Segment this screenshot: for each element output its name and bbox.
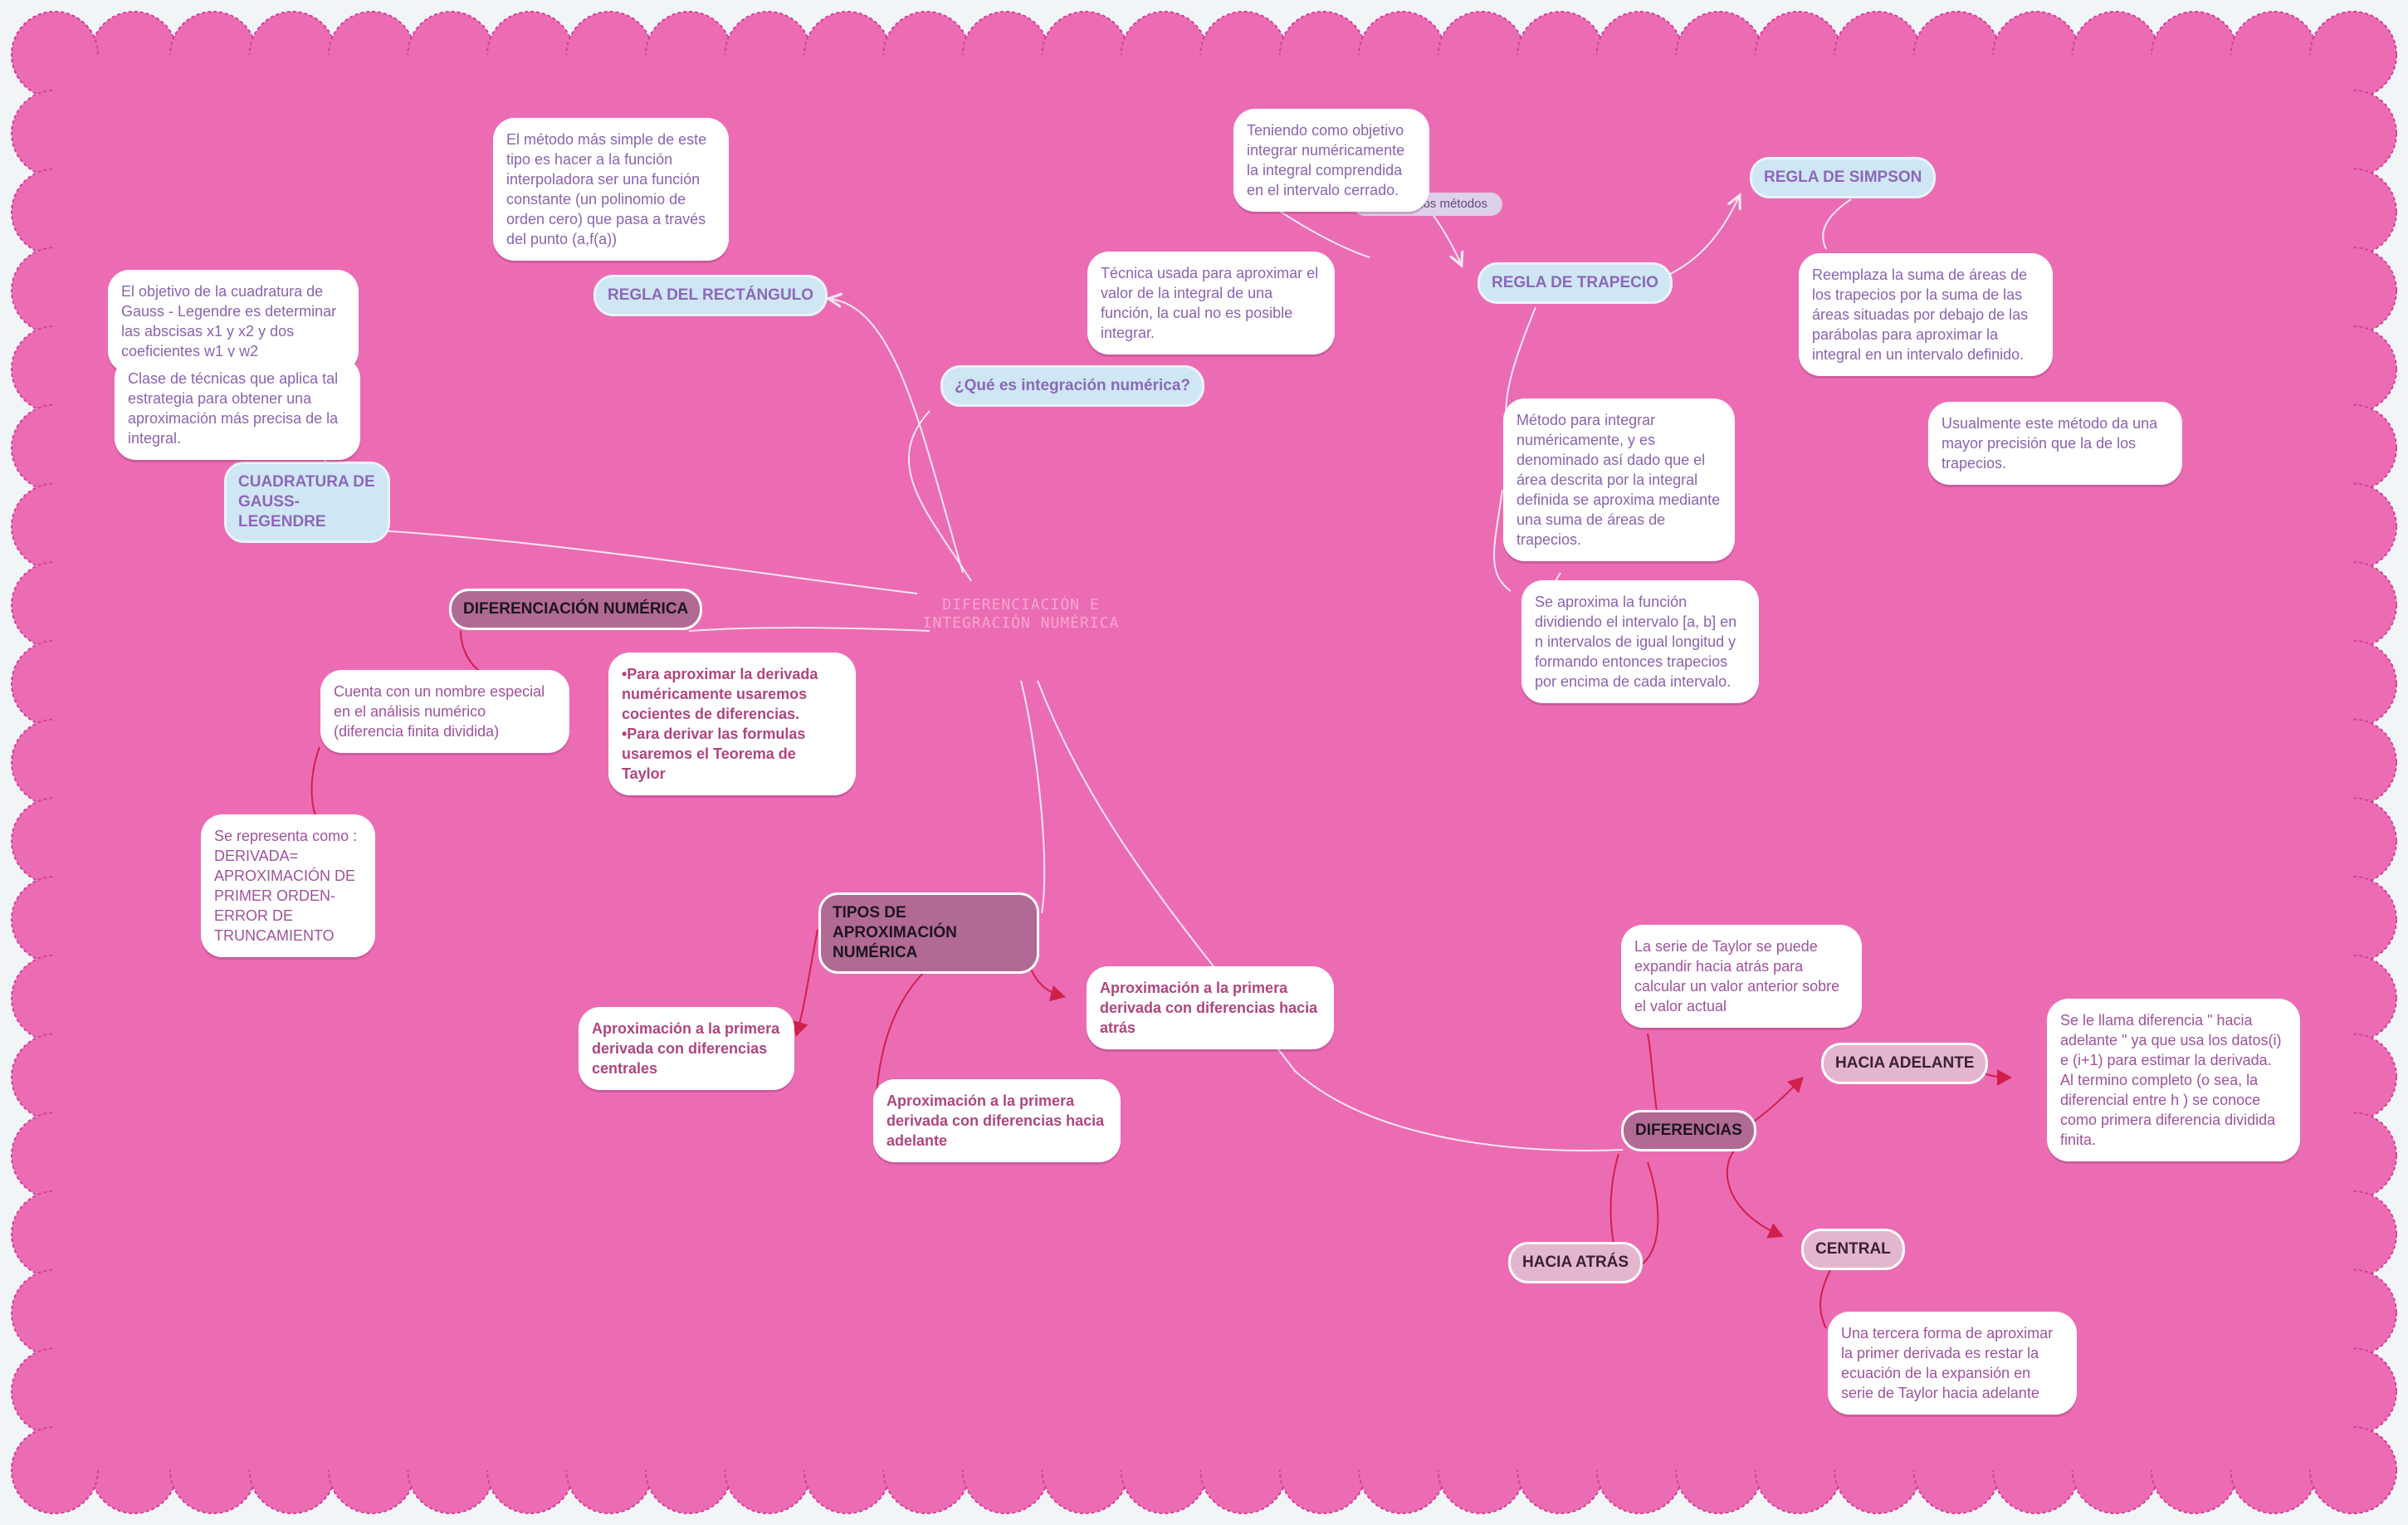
note-simpson-reemplaza[interactable]: Reemplaza la suma de áreas de los trapec…	[1799, 253, 2053, 376]
note-representa[interactable]: Se representa como : DERIVADA= APROXIMAC…	[201, 814, 375, 957]
note-tercera-forma[interactable]: Una tercera forma de aproximar la primer…	[1828, 1312, 2077, 1415]
central-topic[interactable]: DIFERENCIACIÓN E INTEGRACIÓN NUMÉRICA	[922, 596, 1120, 632]
note-diferencias-centrales[interactable]: Aproximación a la primera derivada con d…	[579, 1007, 794, 1090]
note-nombre-especial[interactable]: Cuenta con un nombre especial en el anál…	[320, 670, 569, 753]
topic-diferenciacion-numerica[interactable]: DIFERENCIACIÓN NUMÉRICA	[449, 589, 703, 630]
note-trapecio-metodo[interactable]: Método para integrar numéricamente, y es…	[1503, 398, 1735, 561]
note-taylor-atras[interactable]: La serie de Taylor se puede expandir hac…	[1621, 925, 1862, 1028]
topic-regla-rectangulo[interactable]: REGLA DEL RECTÁNGULO	[593, 275, 828, 316]
topic-hacia-atras[interactable]: HACIA ATRÁS	[1508, 1242, 1644, 1283]
note-tecnica[interactable]: Técnica usada para aproximar el valor de…	[1087, 252, 1335, 354]
note-diferencias-adelante[interactable]: Aproximación a la primera derivada con d…	[873, 1079, 1121, 1162]
note-rectangulo[interactable]: El método más simple de este tipo es hac…	[493, 118, 729, 261]
topic-que-es[interactable]: ¿Qué es integración numérica?	[940, 365, 1205, 407]
note-trapecio-aproxima[interactable]: Se aproxima la función dividiendo el int…	[1521, 580, 1759, 703]
note-gauss-objetivo[interactable]: El objetivo de la cuadratura de Gauss - …	[108, 270, 359, 373]
topic-tipos-aproximacion[interactable]: TIPOS DE APROXIMACIÓN NUMÉRICA	[818, 892, 1039, 974]
topic-central[interactable]: CENTRAL	[1801, 1229, 1905, 1270]
topic-gauss-legendre[interactable]: CUADRATURA DE GAUSS-LEGENDRE	[224, 462, 390, 543]
note-objetivo[interactable]: Teniendo como objetivo integrar numérica…	[1233, 109, 1429, 212]
topic-regla-trapecio[interactable]: REGLA DE TRAPECIO	[1478, 262, 1673, 304]
note-diferencias-atras[interactable]: Aproximación a la primera derivada con d…	[1087, 966, 1334, 1049]
topic-diferencias[interactable]: DIFERENCIAS	[1621, 1110, 1756, 1151]
topic-hacia-adelante[interactable]: HACIA ADELANTE	[1821, 1043, 1989, 1084]
topic-regla-simpson[interactable]: REGLA DE SIMPSON	[1750, 157, 1937, 198]
note-derivada-taylor[interactable]: •Para aproximar la derivada numéricament…	[608, 653, 856, 795]
scalloped-board	[11, 11, 2397, 1514]
note-gauss-clase[interactable]: Clase de técnicas que aplica tal estrate…	[115, 357, 360, 460]
note-simpson-precision[interactable]: Usualmente este método da una mayor prec…	[1928, 402, 2182, 485]
note-hacia-adelante[interactable]: Se le llama diferencia " hacia adelante …	[2047, 999, 2300, 1161]
